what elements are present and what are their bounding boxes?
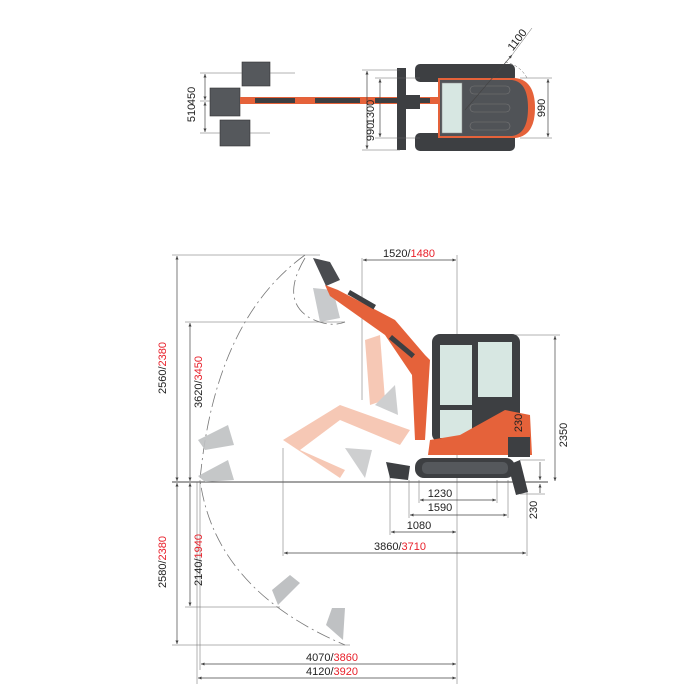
- dimension-transport-length: 3860/3710: [374, 541, 426, 553]
- dimension-tail-width: 990: [536, 99, 548, 117]
- dimension-blade-width: 1300: [365, 100, 377, 124]
- track-top: [415, 64, 515, 82]
- faded-boom-positions: [198, 288, 410, 640]
- reach-arc: [199, 254, 346, 646]
- upper-body: [428, 410, 532, 455]
- dimension-tail-swing-radius: 1100: [506, 27, 530, 53]
- dimension-max-dig-height: 3620/3450: [193, 356, 205, 408]
- dimension-tumbler-distance: 1230: [428, 488, 452, 500]
- dimension-tail-height: 230: [513, 414, 525, 432]
- excavator-side-view: [313, 258, 532, 495]
- dimension-min-swing-radius: 1520/1480: [383, 248, 435, 260]
- dimension-bucket-offset-right: 450: [186, 87, 198, 105]
- dimension-overall-height: 2350: [558, 423, 570, 447]
- side-view: 2560/2380 3620/3450 2580/2380 2140/1940 …: [157, 248, 570, 684]
- cab-window-side: [478, 342, 512, 397]
- cab-window-front: [440, 345, 472, 405]
- cab-roof-top-view: [441, 82, 463, 134]
- dimension-vertical-wall-depth: 2140/1940: [193, 534, 205, 586]
- dimension-max-reach: 4120/3920: [306, 666, 358, 678]
- boom: [325, 285, 430, 440]
- dimension-track-width: 990: [365, 123, 377, 141]
- dimension-track-length: 1590: [428, 502, 452, 514]
- bucket-top-view: [209, 61, 271, 147]
- dimension-max-dig-depth: 2580/2380: [157, 536, 169, 588]
- blade-side-view: [508, 460, 528, 495]
- dimension-ground-reach: 4070/3860: [306, 652, 358, 664]
- blade-top-view: [397, 68, 406, 150]
- dimension-blade-depth: 230: [528, 501, 540, 519]
- dimension-front-blade-distance: 1080: [407, 520, 431, 532]
- dimension-bucket-offset-left: 510: [186, 104, 198, 122]
- bucket-raised: [313, 258, 340, 286]
- dimension-max-dump-height: 2560/2380: [157, 342, 169, 394]
- top-view: 450 510 1300 990 990: [186, 27, 552, 151]
